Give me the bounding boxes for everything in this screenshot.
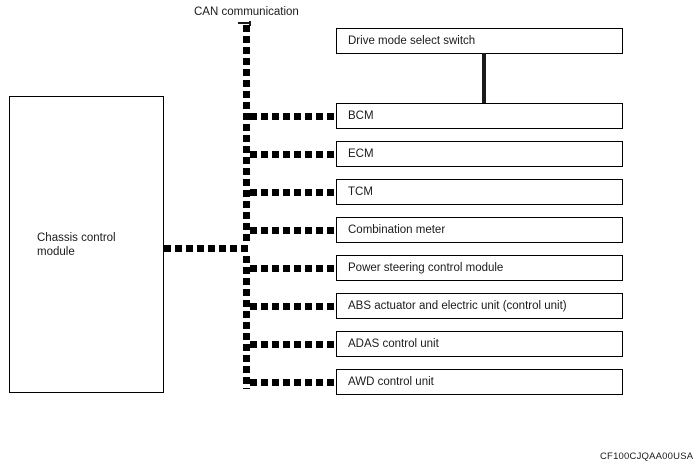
node-label-awd-control-unit: AWD control unit — [348, 376, 434, 388]
node-box-adas-control-unit: ADAS control unit — [336, 331, 623, 357]
node-label-ecm: ECM — [348, 148, 374, 160]
node-label-drive-mode-select-switch: Drive mode select switch — [348, 35, 476, 47]
can-bus-trunk-line — [243, 25, 250, 389]
bus-leader-cap-icon — [238, 21, 254, 28]
can-communication-label: CAN communication — [194, 6, 299, 18]
node-label-combination-meter: Combination meter — [348, 224, 446, 236]
node-label-abs-actuator-and-electric-unit: ABS actuator and electric unit (control … — [348, 300, 567, 312]
can-bus-branch-bcm — [250, 113, 336, 120]
node-box-tcm: TCM — [336, 179, 623, 205]
can-bus-branch-adas-control-unit — [250, 341, 336, 348]
node-label-chassis-control-module: Chassis control module — [37, 231, 116, 258]
node-label-power-steering-control-module: Power steering control module — [348, 262, 504, 274]
node-label-tcm: TCM — [348, 186, 373, 198]
node-box-chassis-control-module: Chassis control module — [9, 96, 164, 393]
node-label-bcm: BCM — [348, 110, 374, 122]
node-box-ecm: ECM — [336, 141, 623, 167]
can-bus-branch-power-steering-control-module — [250, 265, 336, 272]
node-box-drive-mode-select-switch: Drive mode select switch — [336, 28, 623, 54]
can-bus-branch-chassis-control-module — [164, 245, 250, 252]
node-box-combination-meter: Combination meter — [336, 217, 623, 243]
can-bus-branch-abs-actuator-and-electric-unit — [250, 303, 336, 310]
can-bus-branch-combination-meter — [250, 227, 336, 234]
node-box-awd-control-unit: AWD control unit — [336, 369, 623, 395]
figure-reference-code: CF100CJQAA00USA — [600, 451, 694, 462]
node-box-power-steering-control-module: Power steering control module — [336, 255, 623, 281]
node-box-abs-actuator-and-electric-unit: ABS actuator and electric unit (control … — [336, 293, 623, 319]
can-bus-branch-ecm — [250, 151, 336, 158]
node-box-bcm: BCM — [336, 103, 623, 129]
can-bus-branch-awd-control-unit — [250, 379, 336, 386]
can-bus-branch-tcm — [250, 189, 336, 196]
connector-drive-mode-select-switch-to-bcm — [482, 53, 486, 104]
node-label-adas-control-unit: ADAS control unit — [348, 338, 439, 350]
